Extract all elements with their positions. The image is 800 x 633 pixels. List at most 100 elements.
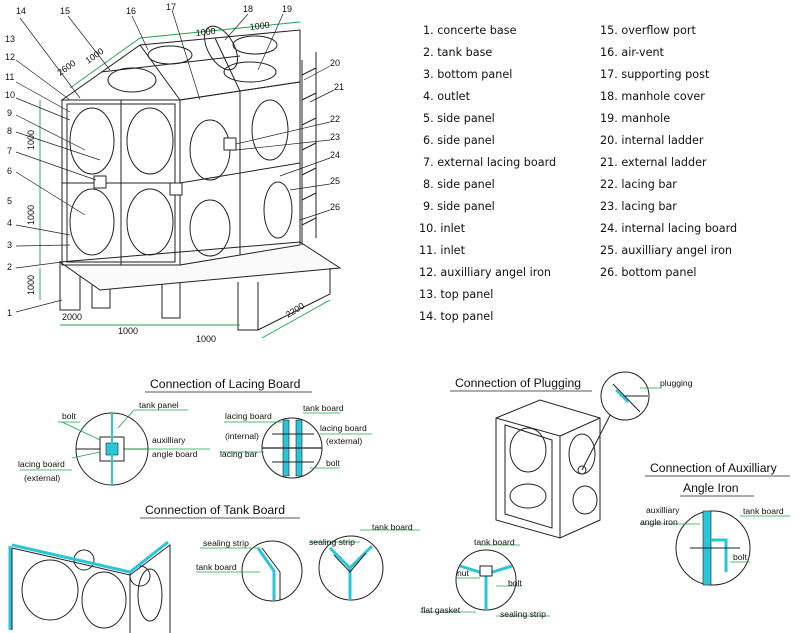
section-title: Connection of Plugging <box>455 376 581 390</box>
section-title: Angle Iron <box>683 481 739 495</box>
callout-number: 26 <box>330 202 340 212</box>
legend-item: 14. top panel <box>419 310 494 323</box>
callout-number: 20 <box>330 58 340 68</box>
legend-item: 4. outlet <box>423 90 470 103</box>
label: sealing strip <box>203 538 249 548</box>
legend-item: 5. side panel <box>423 112 495 125</box>
legend-item: 19. manhole <box>600 112 671 125</box>
label: auxilliary <box>152 435 186 445</box>
label: bolt <box>733 552 747 562</box>
callout-number: 10 <box>5 90 15 100</box>
legend-item: 7. external lacing board <box>423 156 557 169</box>
label: lacing board <box>18 459 65 469</box>
dim-label: 1000 <box>118 326 138 336</box>
legend-item: 26. bottom panel <box>600 266 697 279</box>
side-face <box>179 81 301 266</box>
label: bolt <box>508 578 522 588</box>
label: nut <box>457 568 470 578</box>
concrete-base <box>58 241 342 331</box>
legend-item: 9. side panel <box>423 200 495 213</box>
callout-number: 14 <box>16 6 26 16</box>
dim-label: 2200 <box>284 301 306 320</box>
label: lacing board <box>320 423 367 433</box>
callout-number: 23 <box>330 132 340 142</box>
legend-item: 18. manhole cover <box>600 90 705 103</box>
label: (external) <box>24 473 60 483</box>
label: (internal) <box>225 431 259 441</box>
callout-number: 9 <box>7 108 12 118</box>
callout-number: 15 <box>60 6 70 16</box>
callout-number: 2 <box>7 262 12 272</box>
lacing-board-section: Connection of Lacing Board tank panel bo… <box>18 377 372 486</box>
legend-item: 8. side panel <box>423 178 495 191</box>
legend-item: 17. supporting post <box>600 68 710 81</box>
section-title: Connection of Auxilliary <box>650 461 778 475</box>
label: tank board <box>372 522 413 532</box>
dim-label: 2600 <box>55 58 77 78</box>
callout-number: 3 <box>7 240 12 250</box>
callout-number: 13 <box>5 34 15 44</box>
panel-circle <box>69 107 115 175</box>
dim-label: 1000 <box>26 275 36 295</box>
callout-number: 6 <box>7 166 12 176</box>
legend-item: 23. lacing bar <box>600 200 677 213</box>
legend-item: 24. internal lacing board <box>600 222 738 235</box>
label: bolt <box>326 458 340 468</box>
legend-item: 20. internal ladder <box>600 134 704 147</box>
label: tank panel <box>139 400 179 410</box>
callout-number: 25 <box>330 176 340 186</box>
front-face <box>61 99 181 266</box>
legend-item: 10. inlet <box>419 222 465 235</box>
label: sealing strip <box>309 537 355 547</box>
callout-number: 21 <box>334 82 344 92</box>
label: auxilliary <box>646 505 680 515</box>
label: tank board <box>303 403 344 413</box>
legend-item: 16. air-vent <box>600 46 664 59</box>
label: tank board <box>743 506 784 516</box>
legend-item: 1. concerte base <box>423 24 517 37</box>
label: tank board <box>196 562 237 572</box>
section-title: Connection of Lacing Board <box>150 377 300 391</box>
callout-number: 16 <box>126 6 136 16</box>
callout-number: 1 <box>7 308 12 318</box>
legend-item: 3. bottom panel <box>423 68 513 81</box>
label: bolt <box>62 411 76 421</box>
legend-item: 25. auxilliary angel iron <box>600 244 732 257</box>
callout-number: 12 <box>5 52 15 62</box>
label: tank board <box>474 537 515 547</box>
dim-label: 1000 <box>83 46 105 66</box>
tank-board-section: Connection of Tank Board sealing strip t <box>8 503 550 633</box>
plugging-section: Connection of Plugging plugging <box>450 371 693 539</box>
dim-label: 1000 <box>196 334 216 344</box>
legend-item: 13. top panel <box>419 288 494 301</box>
legend-item: 12. auxilliary angel iron <box>419 266 551 279</box>
label: lacing bar <box>220 449 257 459</box>
label: lacing board <box>225 411 272 421</box>
callout-number: 24 <box>330 150 340 160</box>
dim-label: 1000 <box>26 205 36 225</box>
label: (external) <box>326 436 362 446</box>
dim-label: 1000 <box>249 20 270 32</box>
external-ladder <box>301 52 317 245</box>
label: flat gasket <box>421 605 461 615</box>
top-face <box>60 29 301 101</box>
callout-numbers: 14 15 16 17 18 19 13 12 11 10 9 8 7 6 5 … <box>5 2 344 318</box>
legend-item: 15. overflow port <box>600 24 696 37</box>
callout-number: 7 <box>7 146 12 156</box>
section-title: Connection of Tank Board <box>145 503 285 517</box>
callout-number: 8 <box>7 126 12 136</box>
callout-number: 11 <box>5 72 14 82</box>
dimension-lines <box>39 21 331 339</box>
dim-label: 1000 <box>195 26 216 38</box>
panel-circle <box>126 188 174 256</box>
legend-item: 11. inlet <box>419 244 465 257</box>
dimension-labels: 1000 1000 1000 1000 1000 1000 1000 1000 … <box>26 20 306 344</box>
callout-number: 5 <box>7 196 12 206</box>
callout-number: 19 <box>282 4 292 14</box>
callout-leaders <box>15 9 335 313</box>
callout-number: 22 <box>330 114 340 124</box>
legend-item: 6. side panel <box>423 134 495 147</box>
callout-number: 18 <box>243 4 253 14</box>
callout-number: 4 <box>7 218 12 228</box>
